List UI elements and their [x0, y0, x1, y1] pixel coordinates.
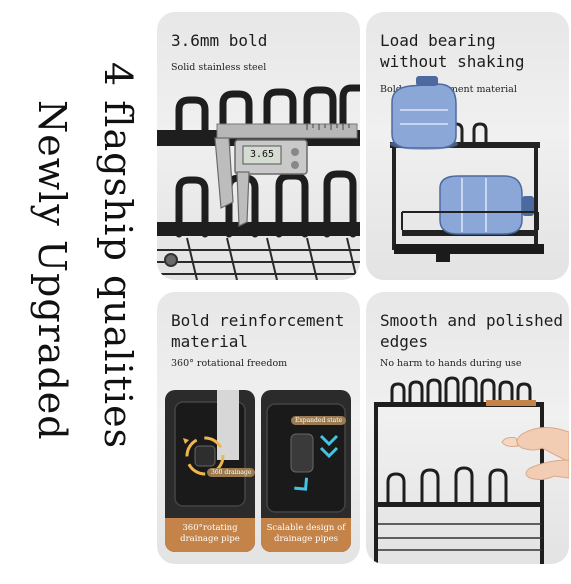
expanded-tag: Expanded state — [291, 416, 347, 425]
rack-closeup-illustration — [157, 84, 360, 280]
subheadline-vertical: Newly Upgraded — [30, 100, 74, 441]
feature-card-drainage: Bold reinforcement material 360° rotatio… — [157, 292, 360, 564]
scalable-drain-illustration — [266, 403, 346, 513]
feature-card-thickness: 3.6mm bold Solid stainless steel — [157, 12, 360, 280]
inset-scalable-drain: Expanded state Scalable design of draina… — [261, 390, 351, 552]
card-subtitle: No harm to hands during use — [380, 358, 522, 369]
rack-with-hand-illustration — [374, 376, 569, 564]
card-title: Smooth and polished edges — [380, 311, 564, 351]
water-bottle-rack-illustration — [390, 76, 544, 262]
card-subtitle: 360° rotational freedom — [171, 358, 288, 369]
rotating-drain-illustration — [174, 390, 246, 507]
card-title: Load bearing without shaking — [380, 31, 525, 71]
caliper-display-reading: 3.65 — [249, 149, 275, 160]
feature-card-load-bearing: Load bearing without shaking Bold reinfo… — [366, 12, 569, 280]
card-title: Bold reinforcement material — [171, 311, 345, 351]
card-title: 3.6mm bold — [171, 31, 268, 50]
feature-card-smooth-edges: Smooth and polished edges No harm to han… — [366, 292, 569, 564]
inset-caption: 360°rotating drainage pipe — [165, 518, 255, 552]
card-subtitle: Solid stainless steel — [171, 62, 267, 73]
headline-vertical: 4 flagship qualities — [96, 62, 140, 450]
inset-caption: Scalable design of drainage pipes — [261, 518, 351, 552]
drain-tag: 360 drainage — [207, 468, 255, 477]
inset-rotating-drain: 360 drainage 360°rotating drainage pipe — [165, 390, 255, 552]
